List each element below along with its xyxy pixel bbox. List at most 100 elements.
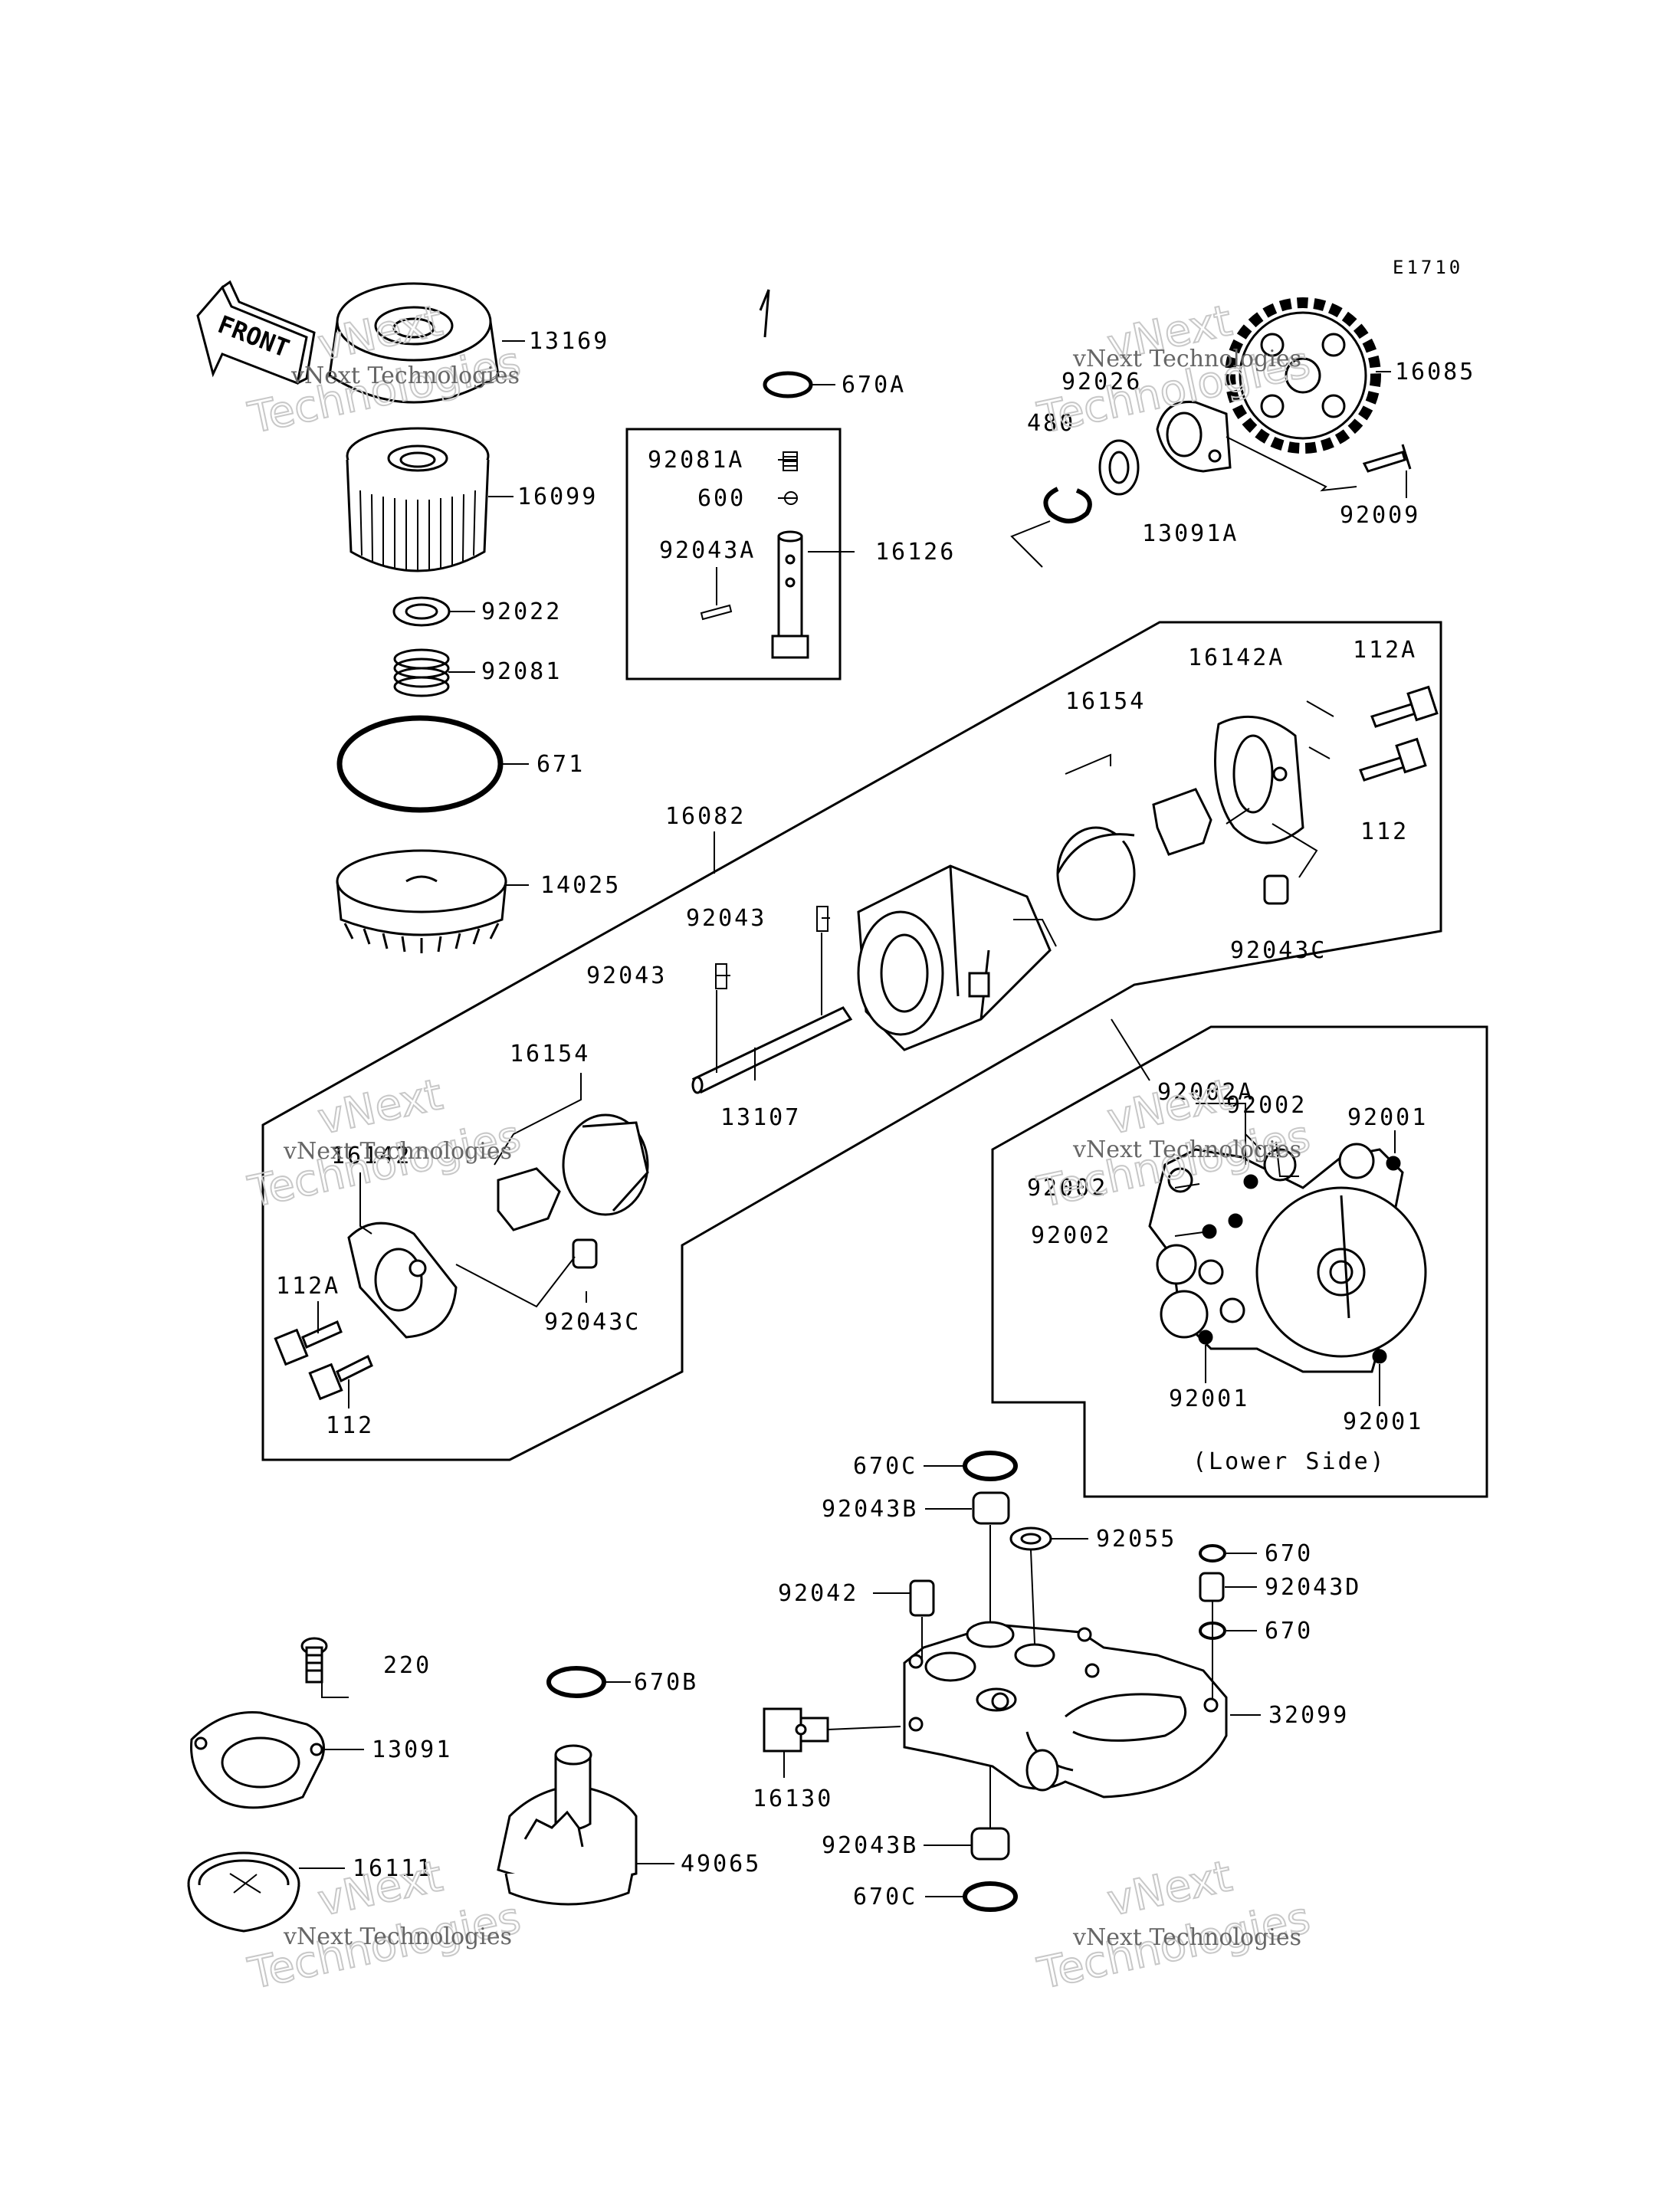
svg-text:vNext Technologies: vNext Technologies [290, 362, 520, 389]
part-670b-o-ring-icon [546, 1666, 606, 1698]
part-112-bolt-left-icon [308, 1354, 373, 1401]
pump-lower-side-icon [1148, 1143, 1427, 1373]
inset-caption: (Lower Side) [1193, 1448, 1386, 1475]
part-220-screw-icon [300, 1637, 328, 1684]
label-92043-lower: 92043 [586, 962, 667, 989]
label-13091a: 13091A [1142, 520, 1239, 547]
label-671: 671 [536, 751, 585, 778]
label-92043-upper: 92043 [686, 905, 766, 932]
label-16085: 16085 [1395, 359, 1475, 385]
label-112a-left: 112A [276, 1273, 340, 1300]
svg-text:vNext Technologies: vNext Technologies [1072, 1924, 1301, 1951]
part-labels: 13169 16099 92022 92081 671 14025 670A 9… [276, 328, 1475, 1910]
part-92026-washer-icon [1098, 439, 1140, 496]
part-92055-collar-icon [1009, 1526, 1052, 1551]
label-670c-upper: 670C [853, 1453, 917, 1480]
part-480-circlip-icon [1043, 487, 1092, 523]
label-16126: 16126 [875, 539, 956, 566]
part-670a-o-ring-icon [763, 371, 813, 398]
label-92042: 92042 [778, 1580, 858, 1607]
label-92081a: 92081A [648, 447, 744, 474]
part-16154-rotor-right-icon [1056, 788, 1212, 921]
label-92001-right: 92001 [1343, 1408, 1423, 1435]
label-16099: 16099 [517, 484, 598, 510]
label-112a-right: 112A [1353, 637, 1417, 664]
svg-text:vNext Technologies: vNext Technologies [1072, 346, 1301, 372]
part-49065-strainer-icon [497, 1744, 638, 1906]
label-92043a: 92043A [659, 537, 756, 564]
part-92042-dowel-icon [909, 1579, 935, 1617]
label-92002-top: 92002 [1226, 1092, 1307, 1119]
label-16154-right: 16154 [1065, 688, 1146, 715]
label-92002-mid: 92002 [1027, 1175, 1107, 1202]
label-92081: 92081 [481, 658, 562, 685]
part-670c-o-ring-upper-icon [963, 1451, 1018, 1481]
part-92081-spring-icon [393, 648, 450, 697]
part-14025-plate-icon [336, 849, 507, 953]
label-670a: 670A [842, 372, 906, 398]
part-16099-oil-filter-icon [346, 427, 490, 572]
label-32099: 32099 [1268, 1702, 1349, 1729]
label-92043b-upper: 92043B [822, 1496, 918, 1523]
part-13169-cap-icon [328, 282, 500, 404]
part-92043a-pin-icon [700, 604, 733, 621]
label-92026: 92026 [1061, 369, 1142, 395]
label-leaders [299, 340, 1407, 1897]
left-leaders [455, 933, 822, 1308]
svg-text:vNext Technologies: vNext Technologies [1072, 1136, 1301, 1163]
pump-assembly-box [261, 621, 1442, 1461]
gear-leaders [1010, 436, 1357, 568]
label-220: 220 [383, 1652, 431, 1679]
part-16130-plug-icon [763, 1707, 829, 1753]
label-16082: 16082 [665, 803, 746, 830]
label-13107: 13107 [720, 1104, 801, 1131]
label-13169: 13169 [529, 328, 609, 355]
label-92001-left: 92001 [1169, 1385, 1249, 1412]
part-92043c-dowel-left-icon [572, 1238, 598, 1269]
diagram-code: E1710 [1393, 257, 1463, 278]
label-670-lower: 670 [1265, 1618, 1313, 1644]
label-112-right: 112 [1360, 818, 1409, 845]
part-112-bolt-right-icon [1359, 737, 1427, 782]
part-13107-shaft-icon [691, 1006, 853, 1094]
svg-text:vNext Technologies: vNext Technologies [283, 1138, 512, 1165]
label-49065: 49065 [681, 1851, 761, 1877]
part-92043d-dowel-icon [1199, 1572, 1225, 1602]
part-16085-gear-icon [1225, 297, 1381, 454]
label-13091: 13091 [372, 1736, 452, 1763]
part-16126-valve-icon [771, 530, 809, 659]
label-14025: 14025 [540, 872, 621, 899]
label-16130: 16130 [753, 1785, 833, 1812]
part-112a-bolt-right-icon [1370, 685, 1439, 728]
part-92081a-spring-icon [783, 451, 798, 471]
label-92055: 92055 [1096, 1526, 1176, 1553]
label-92043c-left: 92043C [544, 1309, 641, 1336]
label-16142a: 16142A [1188, 644, 1285, 671]
label-600: 600 [697, 485, 746, 512]
label-92043b-lower: 92043B [822, 1832, 918, 1859]
part-112a-bolt-left-icon [274, 1320, 343, 1366]
right-leaders [1271, 700, 1334, 878]
part-16111-screen-icon [187, 1851, 300, 1933]
part-92043b-dowel-lower-icon [970, 1827, 1010, 1861]
label-92002a: 92002A [1157, 1079, 1254, 1106]
part-671-o-ring-icon [336, 715, 504, 813]
label-16142: 16142 [331, 1143, 412, 1169]
label-480: 480 [1027, 410, 1075, 437]
label-92043d: 92043D [1265, 1574, 1361, 1601]
label-92022: 92022 [481, 598, 562, 625]
watermark-mid-left: vNext Technologies vNext Technologies [243, 1069, 525, 1218]
part-92043b-dowel-upper-icon [972, 1491, 1010, 1525]
part-13091a-bracket-icon [1156, 400, 1232, 473]
part-13091-plate-icon [190, 1710, 325, 1809]
lower-side-inset-box [991, 1025, 1488, 1498]
part-16082-pump-body-icon [857, 864, 1052, 1051]
watermark-bottom-right: vNext Technologies vNext Technologies [1032, 1851, 1314, 2000]
part-92043c-dowel-right-icon [1263, 874, 1289, 905]
part-16142a-cover-icon [1214, 715, 1304, 844]
oring-670a-leader [763, 289, 770, 338]
relief-valve-box [625, 428, 842, 680]
svg-text:vNext Technologies: vNext Technologies [283, 1923, 512, 1950]
front-arrow-icon: FRONT [196, 280, 316, 385]
